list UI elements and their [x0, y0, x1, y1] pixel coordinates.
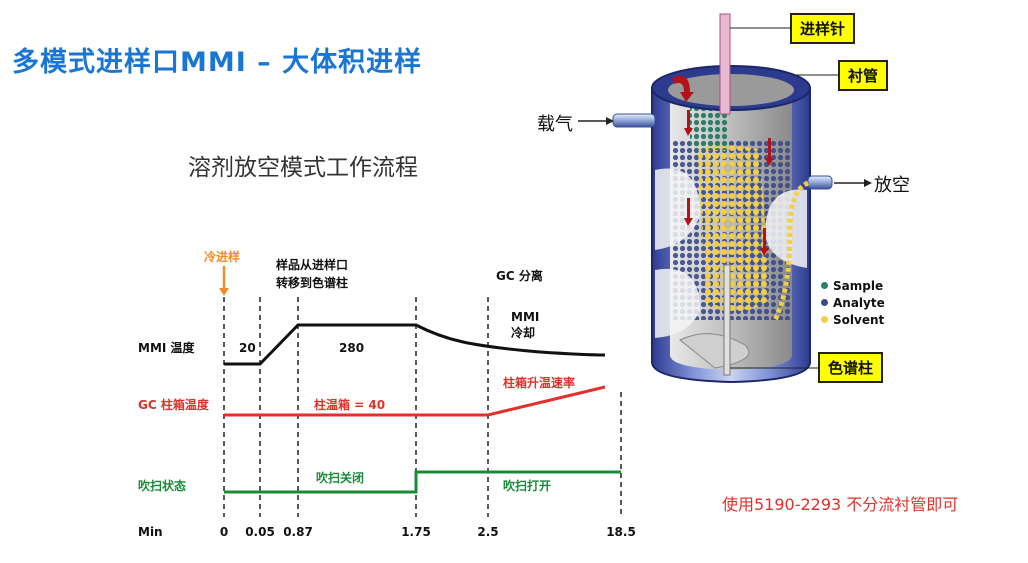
carrier-gas-arrowhead — [606, 117, 614, 125]
solvent-core — [698, 145, 770, 312]
legend-dot-solvent — [821, 316, 828, 323]
tick-label: 0 — [220, 525, 228, 539]
flow-arrow-shaft — [687, 198, 690, 218]
callout-column: 色谱柱 — [818, 352, 884, 383]
mmi-cool-label-1: MMI — [511, 310, 539, 324]
value-oven-40: 柱温箱 = 40 — [314, 397, 385, 412]
tick-label: 1.75 — [401, 525, 431, 539]
tick-label: 18.5 — [606, 525, 636, 539]
liner-vane — [765, 189, 807, 268]
value-purge-off: 吹扫关闭 — [316, 470, 364, 485]
legend-label: Analyte — [833, 295, 885, 310]
vent-arrowhead — [864, 179, 872, 187]
liner-vane — [655, 168, 700, 250]
row-label-mmi-temp: MMI 温度 — [138, 340, 196, 355]
legend-item-analyte: Analyte — [821, 294, 885, 311]
liner-vane — [655, 268, 700, 338]
tick-label: 0.05 — [245, 525, 275, 539]
value-temp-280: 280 — [339, 341, 364, 355]
flow-arrow-head — [765, 158, 774, 166]
oven-temp-line — [224, 385, 606, 417]
legend-label: Solvent — [833, 312, 885, 327]
carrier-gas-pipe — [612, 113, 656, 128]
syringe-needle — [719, 13, 731, 115]
transfer-label-2: 转移到色谱柱 — [276, 275, 348, 290]
injection-arrowhead — [219, 288, 229, 296]
transfer-label-1: 样品从进样口 — [276, 257, 348, 272]
tick-label: 2.5 — [477, 525, 498, 539]
flow-arrow — [672, 75, 694, 102]
value-oven-ramp: 柱箱升温速率 — [503, 375, 575, 390]
cold-injection-label: 冷进样 — [204, 249, 240, 264]
flow-arrow-shaft — [763, 228, 766, 248]
gc-separation-label: GC 分离 — [496, 268, 543, 283]
gc-column — [723, 264, 731, 376]
vent-pipe — [807, 175, 833, 190]
row-label-min: Min — [138, 525, 163, 539]
flow-arrow-head — [760, 248, 769, 256]
row-label-oven-temp: GC 柱箱温度 — [138, 397, 210, 412]
tick-label: 0.87 — [283, 525, 313, 539]
flow-arrow-head — [684, 218, 693, 226]
legend-dot-analyte — [821, 299, 828, 306]
purge-state-line — [224, 470, 621, 494]
liner-note: 使用5190-2293 不分流衬管即可 — [722, 495, 959, 514]
flow-arrows — [672, 75, 774, 256]
flow-arrow-head — [684, 128, 693, 136]
page-title: 多模式进样口MMI – 大体积进样 — [12, 47, 423, 78]
flow-arrow-shaft — [768, 138, 771, 158]
value-temp-20: 20 — [239, 341, 256, 355]
mmi-temp-line — [224, 323, 606, 366]
legend-item-sample: Sample — [821, 277, 885, 294]
inlet-top-opening — [668, 74, 794, 106]
value-purge-on: 吹扫打开 — [503, 478, 551, 493]
callout-liner: 衬管 — [838, 60, 889, 91]
label-vent: 放空 — [874, 175, 910, 196]
liner-cone — [679, 333, 750, 369]
row-label-purge: 吹扫状态 — [138, 478, 186, 493]
legend-dot-sample — [821, 282, 828, 289]
particle-legend: Sample Analyte Solvent — [818, 276, 888, 329]
page-subtitle: 溶剂放空模式工作流程 — [188, 155, 418, 181]
callout-needle: 进样针 — [790, 13, 856, 44]
legend-label: Sample — [833, 278, 884, 293]
flow-arrow-shaft — [687, 110, 690, 128]
legend-item-solvent: Solvent — [821, 311, 885, 328]
mmi-cool-label-2: 冷却 — [511, 325, 535, 340]
label-carrier-gas: 载气 — [537, 114, 573, 135]
